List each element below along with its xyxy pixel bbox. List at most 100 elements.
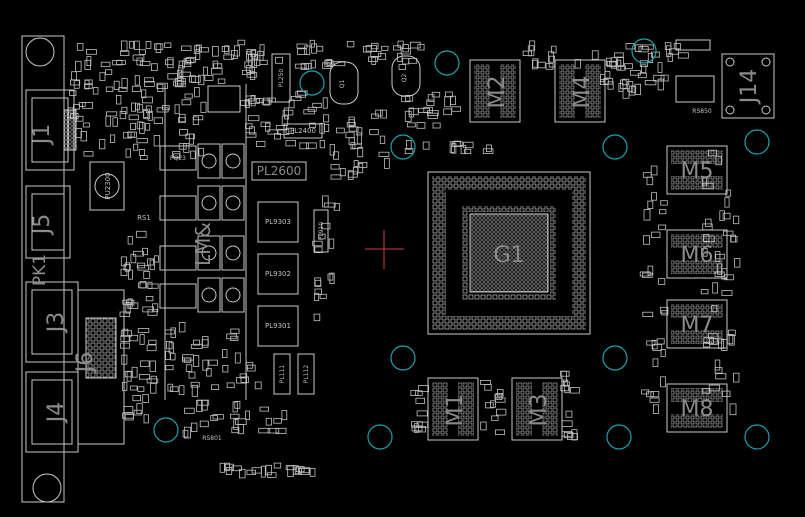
mounting-hole	[602, 134, 628, 160]
smd-part	[495, 392, 503, 399]
label-j1: J1	[30, 124, 55, 147]
smd-part	[133, 250, 144, 257]
smd-part	[445, 91, 453, 98]
memory-chip-m5	[666, 145, 728, 195]
smd-part	[309, 468, 316, 477]
smd-part	[266, 472, 277, 478]
smd-part	[304, 63, 312, 70]
smd-part	[166, 340, 173, 350]
smd-part	[120, 342, 130, 349]
smd-part	[356, 127, 363, 136]
smd-part	[650, 391, 660, 398]
smd-part	[244, 410, 250, 420]
inductor-pl2600	[251, 161, 307, 181]
smd-part	[451, 141, 463, 147]
smd-part	[86, 56, 92, 67]
smd-part	[658, 278, 666, 285]
smd-part	[347, 170, 354, 180]
smd-part	[415, 426, 426, 433]
smd-part	[69, 90, 77, 96]
smd-part	[637, 72, 647, 79]
smd-part	[78, 102, 86, 107]
smd-part	[398, 64, 406, 70]
smd-part	[400, 48, 412, 55]
mounting-holes	[153, 38, 770, 450]
smd-part	[324, 202, 336, 208]
smd-part	[282, 109, 294, 116]
mounting-hole	[390, 345, 416, 371]
label-pl2600: PL2600	[257, 164, 301, 178]
label-m2: M2	[485, 76, 510, 109]
smd-part	[660, 200, 668, 206]
smd-part	[137, 327, 150, 333]
smd-part	[110, 134, 116, 143]
smd-part	[179, 71, 191, 77]
smd-part	[237, 39, 246, 46]
smd-part	[567, 433, 579, 440]
smd-part	[217, 78, 226, 84]
smd-part	[647, 53, 653, 64]
smd-part	[380, 109, 387, 119]
smd-part	[275, 56, 283, 64]
smd-part	[144, 81, 155, 87]
smd-part	[644, 80, 657, 86]
smd-part	[616, 59, 622, 71]
smd-part	[560, 370, 570, 377]
smd-part	[80, 130, 87, 142]
smd-part	[371, 57, 377, 65]
smd-part	[719, 210, 725, 221]
smd-part	[724, 274, 734, 281]
smd-part	[177, 77, 184, 87]
connector-j5	[25, 185, 71, 259]
smd-part	[642, 311, 654, 318]
smd-part	[563, 431, 574, 439]
smd-part	[224, 45, 230, 54]
smd-part	[303, 109, 315, 115]
label-g1: G1	[493, 243, 524, 268]
smd-part	[362, 45, 372, 53]
smd-part	[529, 40, 536, 51]
label-pl112: PL112	[303, 365, 310, 384]
inductor-pl9302	[257, 253, 299, 295]
smd-part	[464, 148, 472, 154]
smd-part	[176, 69, 183, 81]
smd-part	[638, 46, 649, 53]
smd-part	[122, 299, 133, 305]
memory-chip-m7	[666, 299, 728, 349]
smd-part	[348, 126, 359, 132]
smd-part	[651, 192, 657, 201]
smd-part	[327, 273, 334, 281]
smd-part	[326, 59, 333, 66]
smd-part	[233, 419, 239, 430]
mounting-hole	[602, 345, 628, 371]
smd-part	[147, 309, 158, 316]
smd-part	[295, 91, 306, 98]
smd-part	[254, 381, 262, 390]
smd-part	[660, 376, 666, 388]
smd-part	[422, 141, 430, 150]
label-j6: J6	[73, 352, 98, 375]
smd-part	[100, 61, 111, 67]
smd-part	[119, 111, 127, 120]
smd-part	[170, 327, 176, 338]
smd-part	[658, 224, 667, 231]
smd-part	[314, 293, 320, 302]
label-j14: J14	[737, 69, 762, 105]
smd-part	[145, 295, 154, 302]
smd-part	[330, 164, 340, 170]
label-q1: Q1	[339, 80, 346, 89]
smd-part	[328, 238, 335, 249]
smd-part	[641, 389, 650, 395]
memory-chip-m3	[511, 377, 563, 441]
smd-part	[339, 168, 346, 177]
smd-part	[614, 52, 624, 58]
smd-part	[132, 54, 145, 61]
label-m3: M3	[527, 394, 552, 427]
smd-part	[193, 339, 200, 346]
smd-part	[375, 109, 383, 117]
smd-part	[124, 262, 130, 272]
smd-part	[178, 113, 186, 123]
smd-part	[729, 403, 737, 416]
smd-part	[653, 404, 659, 414]
smd-part	[134, 102, 140, 111]
